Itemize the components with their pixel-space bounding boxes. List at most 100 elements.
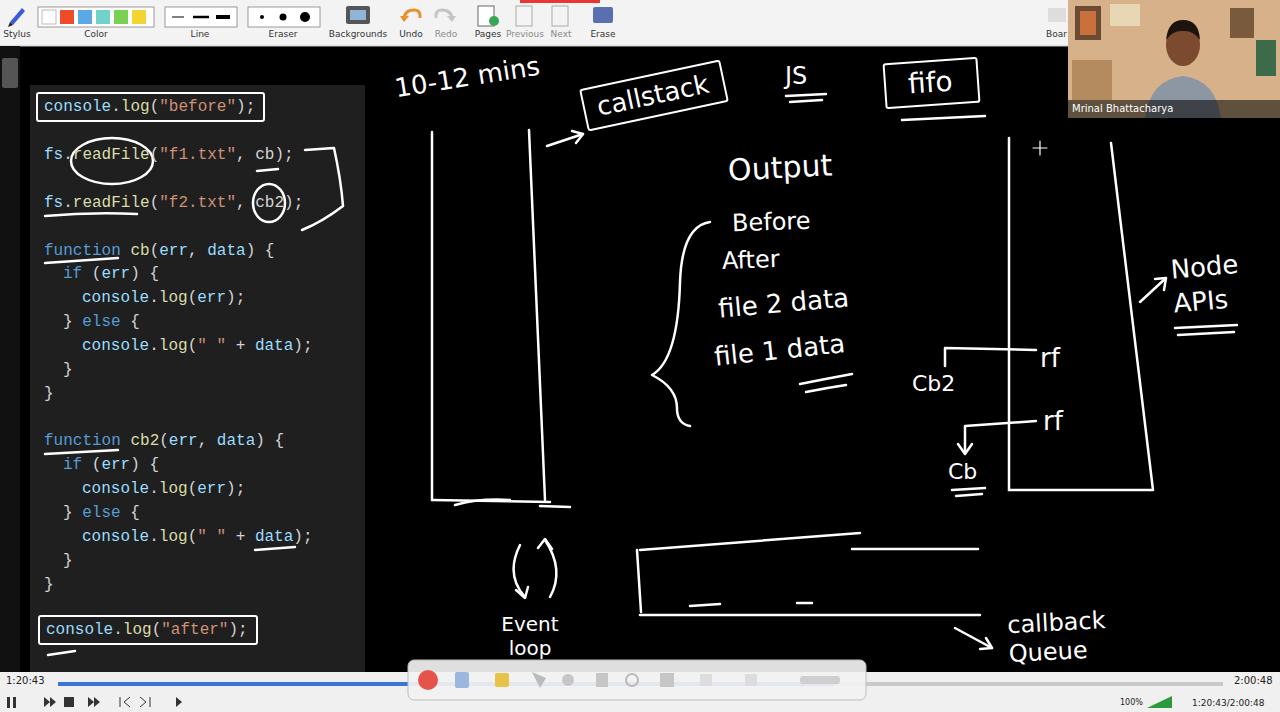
code-token: . [149, 480, 159, 498]
video-player-bar [176, 697, 182, 707]
floating-toolbar [562, 674, 574, 686]
node-apis-column: rfrf [1007, 138, 1157, 492]
code-token: err [169, 432, 198, 450]
video-player-bar [88, 697, 100, 707]
code-token: "after" [161, 621, 228, 639]
whiteboard-strokes [640, 533, 860, 550]
whiteboard-strokes [431, 132, 434, 500]
column-outline [1007, 138, 1157, 492]
code-token: ( [82, 456, 101, 474]
code-token: log [123, 621, 152, 639]
code-token: , [236, 146, 255, 164]
pen-annotations [48, 651, 75, 655]
whiteboard-strokes [432, 94, 1237, 649]
code-token: cb2 [255, 194, 284, 212]
highlighted-code-line: console.log("after"); [38, 615, 258, 645]
toolbar [42, 10, 56, 24]
code-line: console.log(" " + data); [82, 527, 312, 547]
code-token: log [159, 528, 188, 546]
toolbar [1048, 8, 1066, 22]
code-token: ) { [130, 456, 159, 474]
code-line: fs.readFile("f2.txt", cb2); [44, 193, 303, 213]
webcam-feed [1068, 100, 1280, 118]
toolbar [216, 15, 230, 19]
highlighted-code-line: console.log("before"); [36, 92, 265, 122]
code-token: ( [188, 289, 198, 307]
code-token: cb [130, 242, 149, 260]
code-line: if (err) { [63, 264, 159, 284]
code-token: data [255, 528, 293, 546]
toolbar-label: Color [84, 29, 108, 40]
toolbar-label: Redo [435, 29, 458, 40]
handwritten-text: rf [1040, 343, 1060, 374]
handwritten-note: Before [732, 207, 811, 239]
floating-toolbar [455, 672, 469, 688]
webcam-feed [1075, 6, 1101, 40]
toolbar-label: Backgrounds [329, 29, 387, 40]
handwritten-text: callstack [594, 68, 714, 123]
handwritten-note: Output [727, 147, 833, 188]
handwritten-box: callstack [579, 60, 729, 132]
code-token: if [63, 265, 82, 283]
code-token: , [198, 432, 217, 450]
side-strip [2, 58, 18, 88]
side-strip [0, 46, 20, 672]
toolbar [10, 8, 25, 25]
video-player-bar [120, 697, 150, 707]
floating-toolbar [700, 674, 712, 686]
code-token: . [63, 194, 73, 212]
floating-toolbar [418, 670, 438, 690]
code-token: log [159, 289, 188, 307]
code-token: ( [150, 242, 160, 260]
toolbar [280, 14, 287, 21]
pen-annotations [45, 213, 137, 216]
toolbar-label: Line [191, 29, 210, 40]
pen-annotations [255, 547, 295, 550]
toolbar [193, 16, 209, 19]
code-token: else [82, 313, 120, 331]
toolbar [248, 7, 320, 27]
code-token: ); [284, 194, 303, 212]
handwritten-note: Cb2 [912, 371, 955, 397]
toolbar [60, 10, 74, 24]
toolbar [8, 22, 13, 27]
floating-toolbar [495, 673, 509, 687]
code-token: if [63, 456, 82, 474]
code-token: ); [293, 528, 312, 546]
column-outline [1009, 138, 1153, 490]
handwritten-note: Cb [948, 459, 977, 485]
pen-annotations [302, 148, 343, 230]
code-token: ); [226, 289, 245, 307]
floating-toolbar [408, 660, 866, 700]
code-line: } [44, 384, 54, 404]
code-token: ) { [246, 242, 275, 260]
code-token: } [63, 552, 73, 570]
code-token: ) { [255, 432, 284, 450]
whiteboard-strokes [965, 421, 1036, 452]
code-token: ) { [130, 265, 159, 283]
toolbar-label: Erase [590, 29, 615, 40]
whiteboard-strokes [1175, 325, 1237, 328]
pen-annotations [71, 138, 153, 184]
whiteboard-strokes [640, 614, 980, 617]
code-token: } [63, 361, 73, 379]
code-token: ( [159, 432, 169, 450]
whiteboard-strokes [852, 548, 978, 551]
code-token: function [44, 242, 121, 260]
whiteboard-strokes [786, 94, 826, 96]
code-token: ( [150, 98, 160, 116]
whiteboard-strokes [952, 488, 985, 490]
handwritten-note: file 2 data [717, 282, 850, 325]
code-token: ( [152, 621, 162, 639]
toolbar [96, 10, 110, 24]
toolbar-label: Next [551, 29, 572, 40]
code-line: } [63, 551, 73, 571]
code-token: ); [236, 98, 255, 116]
code-token: console [82, 528, 149, 546]
code-token: log [159, 480, 188, 498]
floating-toolbar [800, 676, 840, 684]
whiteboard-strokes [790, 100, 822, 102]
video-player-bar [1147, 696, 1172, 708]
whiteboard-strokes [902, 116, 985, 120]
code-token: "f2.txt" [159, 194, 236, 212]
